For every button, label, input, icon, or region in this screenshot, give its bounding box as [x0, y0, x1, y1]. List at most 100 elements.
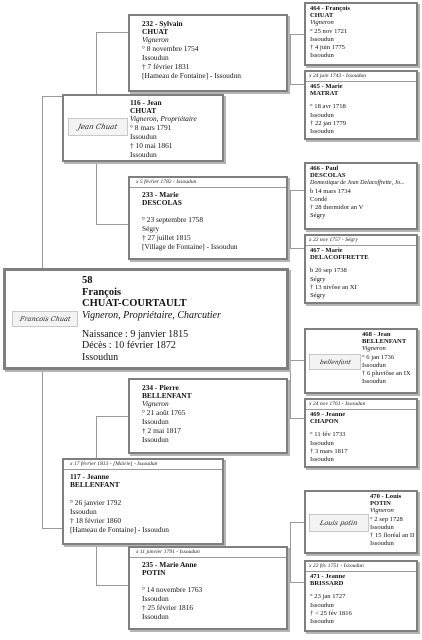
detail-line: † 13 nivôse an XI	[310, 283, 357, 291]
detail-line: [Hameau de Fontaine] - Issoudun	[142, 71, 241, 81]
person-card-235[interactable]: x 11 janvier 1791 - Issoudun 235 - Marie…	[128, 546, 288, 630]
detail-line: Issoudun	[310, 128, 334, 136]
detail-line: † 10 mai 1861	[130, 141, 173, 151]
detail-line: [Hameau de Fontaine] - Issoudun	[70, 525, 169, 535]
detail-line: ° 23 septembre 1758	[142, 215, 204, 225]
person-surname: CHUAT	[130, 105, 157, 115]
signature-image: Francois Chuat	[12, 311, 78, 327]
person-profession: Vigneron	[362, 345, 386, 353]
detail-line: ° 6 jan 1736	[362, 353, 395, 361]
connector-line	[96, 416, 97, 458]
detail-line: Issoudun	[142, 594, 169, 604]
person-card-469[interactable]: x 24 nov 1761 - Issoudun 469 - Jeanne CH…	[304, 398, 418, 468]
detail-line: Issoudun	[142, 435, 169, 445]
person-number-name: 467 - Marie	[310, 247, 343, 254]
detail-line: Issoudun	[370, 523, 394, 531]
detail-line: † 28 thermidor an V	[310, 204, 364, 212]
detail-line: Issoudun	[142, 417, 169, 427]
person-profession: Vigneron	[370, 507, 394, 515]
detail-line: Ségry	[142, 224, 160, 234]
person-number-name: 464 - François	[310, 5, 350, 12]
detail-line: Ségry	[310, 292, 326, 300]
connector-line	[96, 224, 128, 225]
death-place: Issoudun	[82, 352, 119, 363]
connector-line	[96, 162, 97, 224]
detail-line: b 20 sep 1738	[310, 267, 347, 275]
detail-line: † 3 mars 1817	[310, 447, 348, 455]
person-number-name: 469 - Jeanne	[310, 411, 346, 418]
person-card-468[interactable]: bellenfant 468 - Jean BELLENFANT Vignero…	[304, 328, 418, 394]
detail-line: Issoudun	[362, 378, 386, 386]
birth-line: Naissance : 9 janvier 1815	[82, 329, 189, 340]
detail-line: ° 8 novembre 1754	[142, 44, 199, 54]
detail-line: ° 2 sep 1728	[370, 515, 403, 523]
detail-line: Ségry	[310, 212, 326, 220]
detail-line: Issoudun	[130, 150, 157, 160]
person-surname: CHAPON	[310, 417, 339, 425]
connector-line	[42, 370, 43, 528]
detail-line: ° 23 jan 1727	[310, 593, 346, 601]
person-number-name: 470 - Louis	[370, 493, 402, 500]
person-card-233[interactable]: x 5 février 1782 - Issoudun 233 - Marie …	[128, 176, 288, 260]
detail-line: † 18 février 1860	[70, 516, 122, 526]
person-surname: MATRAT	[310, 89, 339, 97]
person-number-name: 234 - Pierre	[142, 383, 179, 392]
person-card-117[interactable]: x 17 février 1813 - [Mairie] - Issoudun …	[62, 458, 224, 545]
connector-line	[290, 190, 291, 248]
detail-line: Issoudun	[130, 132, 157, 142]
detail-line: ° 18 avr 1718	[310, 103, 346, 111]
connector-line	[290, 582, 304, 583]
detail-line: † 2 mai 1817	[142, 426, 181, 436]
person-surname: BELLENFANT	[70, 479, 120, 489]
person-card-232[interactable]: 232 - Sylvain CHUAT Vigneron ° 8 novembr…	[128, 14, 288, 92]
person-number-name: 117 - Jeanne	[70, 472, 110, 481]
detail-line: ° 14 novembre 1763	[142, 585, 203, 595]
person-card-116[interactable]: Jean Chuat 116 - Jean CHUAT Vigneron, Pr…	[62, 94, 224, 162]
connector-line	[96, 416, 128, 417]
person-card-467[interactable]: x 22 nov 1757 - Ségry 467 - Marie DELACO…	[304, 234, 418, 304]
detail-line: Issoudun	[362, 361, 386, 369]
connector-line	[290, 418, 304, 419]
connector-line	[42, 96, 62, 97]
person-card-464[interactable]: 464 - François CHUAT Vigneron ° 25 nov 1…	[304, 2, 418, 66]
person-card-471[interactable]: x 22 fév 1751 - Issoudun 471 - Jeanne BR…	[304, 560, 418, 632]
connector-line	[290, 360, 304, 361]
detail-line: † 27 juillet 1815	[142, 233, 191, 243]
death-line: Décès : 10 février 1872	[82, 340, 176, 351]
detail-line: Issoudun	[310, 439, 334, 447]
signature-image: Louis potin	[309, 514, 369, 532]
detail-line: † 22 jan 1779	[310, 119, 347, 127]
connector-line	[290, 522, 304, 523]
signature-image: Jean Chuat	[68, 118, 128, 136]
detail-line: Issoudun	[310, 601, 334, 609]
connector-line	[290, 34, 291, 84]
detail-line: b 14 mars 1734	[310, 187, 351, 195]
detail-line: † 7 février 1831	[142, 62, 190, 72]
person-card-470[interactable]: Louis potin 470 - Louis POTIN Vigneron °…	[304, 490, 418, 554]
person-profession: Vigneron	[142, 35, 169, 45]
connector-line	[290, 522, 291, 582]
person-number-name: 468 - Jean	[362, 331, 391, 338]
marriage-line: x 24 juin 1743 - Issoudun	[306, 72, 416, 82]
detail-line: † 15 floréal an II	[370, 532, 414, 540]
detail-line: Issoudun	[142, 53, 169, 63]
person-surname: POTIN	[370, 499, 391, 507]
person-card-466[interactable]: 466 - Paul DESCOLAS Domestique de Jean D…	[304, 162, 418, 230]
detail-line: Issoudun	[310, 456, 334, 464]
connector-line	[96, 32, 97, 94]
detail-line: ° 11 fév 1733	[310, 431, 346, 439]
person-surname: CHUAT	[142, 26, 169, 36]
person-surname: DESCOLAS	[310, 171, 346, 179]
marriage-line: x 22 fév 1751 - Issoudun	[306, 562, 416, 572]
person-profession: Domestique de Jean Delacoffrette, Jo...	[310, 180, 405, 187]
person-card-465[interactable]: x 24 juin 1743 - Issoudun 465 - Marie MA…	[304, 70, 418, 140]
connector-line	[96, 545, 97, 585]
person-profession: Vigneron	[142, 399, 169, 409]
detail-line: ° 26 janvier 1792	[70, 498, 122, 508]
person-card-root[interactable]: Francois Chuat 58 François CHUAT-COURTAU…	[3, 268, 289, 370]
person-number-name: 116 - Jean	[130, 98, 162, 107]
person-surname: DELACOFFRETTE	[310, 253, 369, 261]
person-surname: DESCOLAS	[142, 197, 182, 207]
person-card-234[interactable]: 234 - Pierre BELLENFANT Vigneron ° 21 ao…	[128, 378, 288, 454]
connector-line	[290, 248, 304, 249]
